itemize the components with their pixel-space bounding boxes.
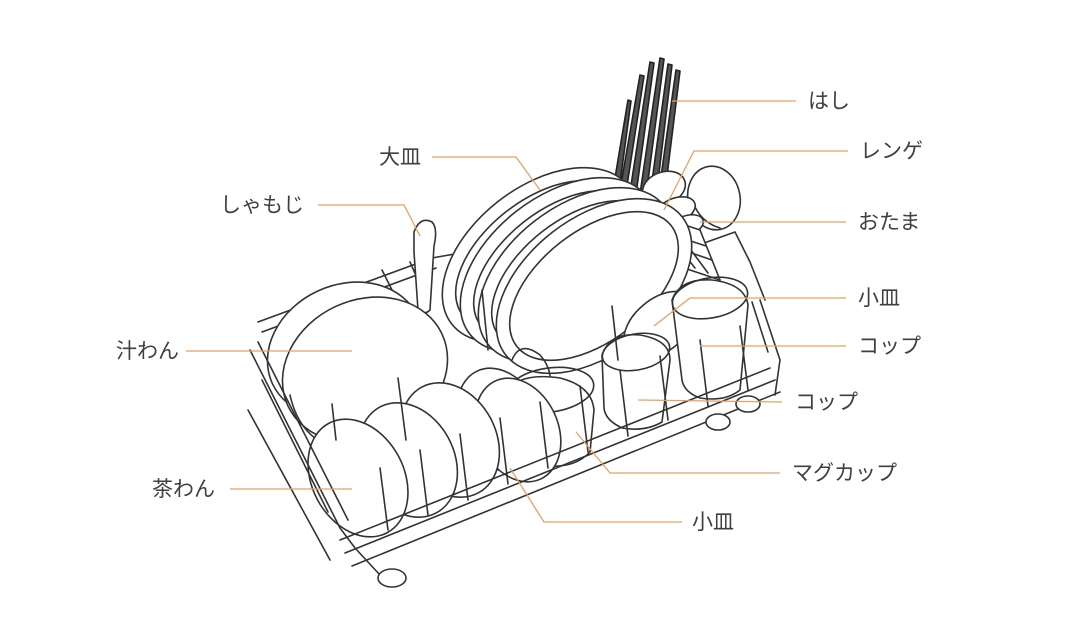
label-small-plate-right: 小皿	[858, 286, 900, 310]
label-rice-bowl: 茶わん	[152, 477, 215, 501]
label-rice-paddle: しゃもじ	[220, 193, 304, 217]
leader-renge	[663, 150, 848, 211]
leader-lines	[186, 100, 848, 523]
label-chopsticks: はし	[808, 89, 850, 113]
leader-kozara-bottom	[509, 467, 682, 523]
label-ladle: おたま	[858, 210, 921, 234]
label-soup-spoon: レンゲ	[860, 139, 923, 163]
rice-paddle	[414, 220, 436, 313]
label-large-plate: 大皿	[379, 145, 421, 169]
cups	[599, 272, 751, 429]
leader-shamoji	[318, 204, 421, 237]
leader-cup-mid	[637, 399, 783, 403]
leader-kozara-right	[653, 297, 846, 327]
leader-magcup	[575, 431, 780, 474]
rack-front-rails	[248, 290, 780, 587]
leader-oozara	[432, 156, 541, 191]
label-cup-middle: コップ	[795, 390, 858, 414]
label-soup-bowl: 汁わん	[116, 339, 179, 363]
label-small-plate-bottom: 小皿	[692, 510, 734, 534]
label-cup-right: コップ	[858, 334, 921, 358]
label-mug: マグカップ	[792, 461, 897, 485]
large-plates	[410, 132, 724, 408]
